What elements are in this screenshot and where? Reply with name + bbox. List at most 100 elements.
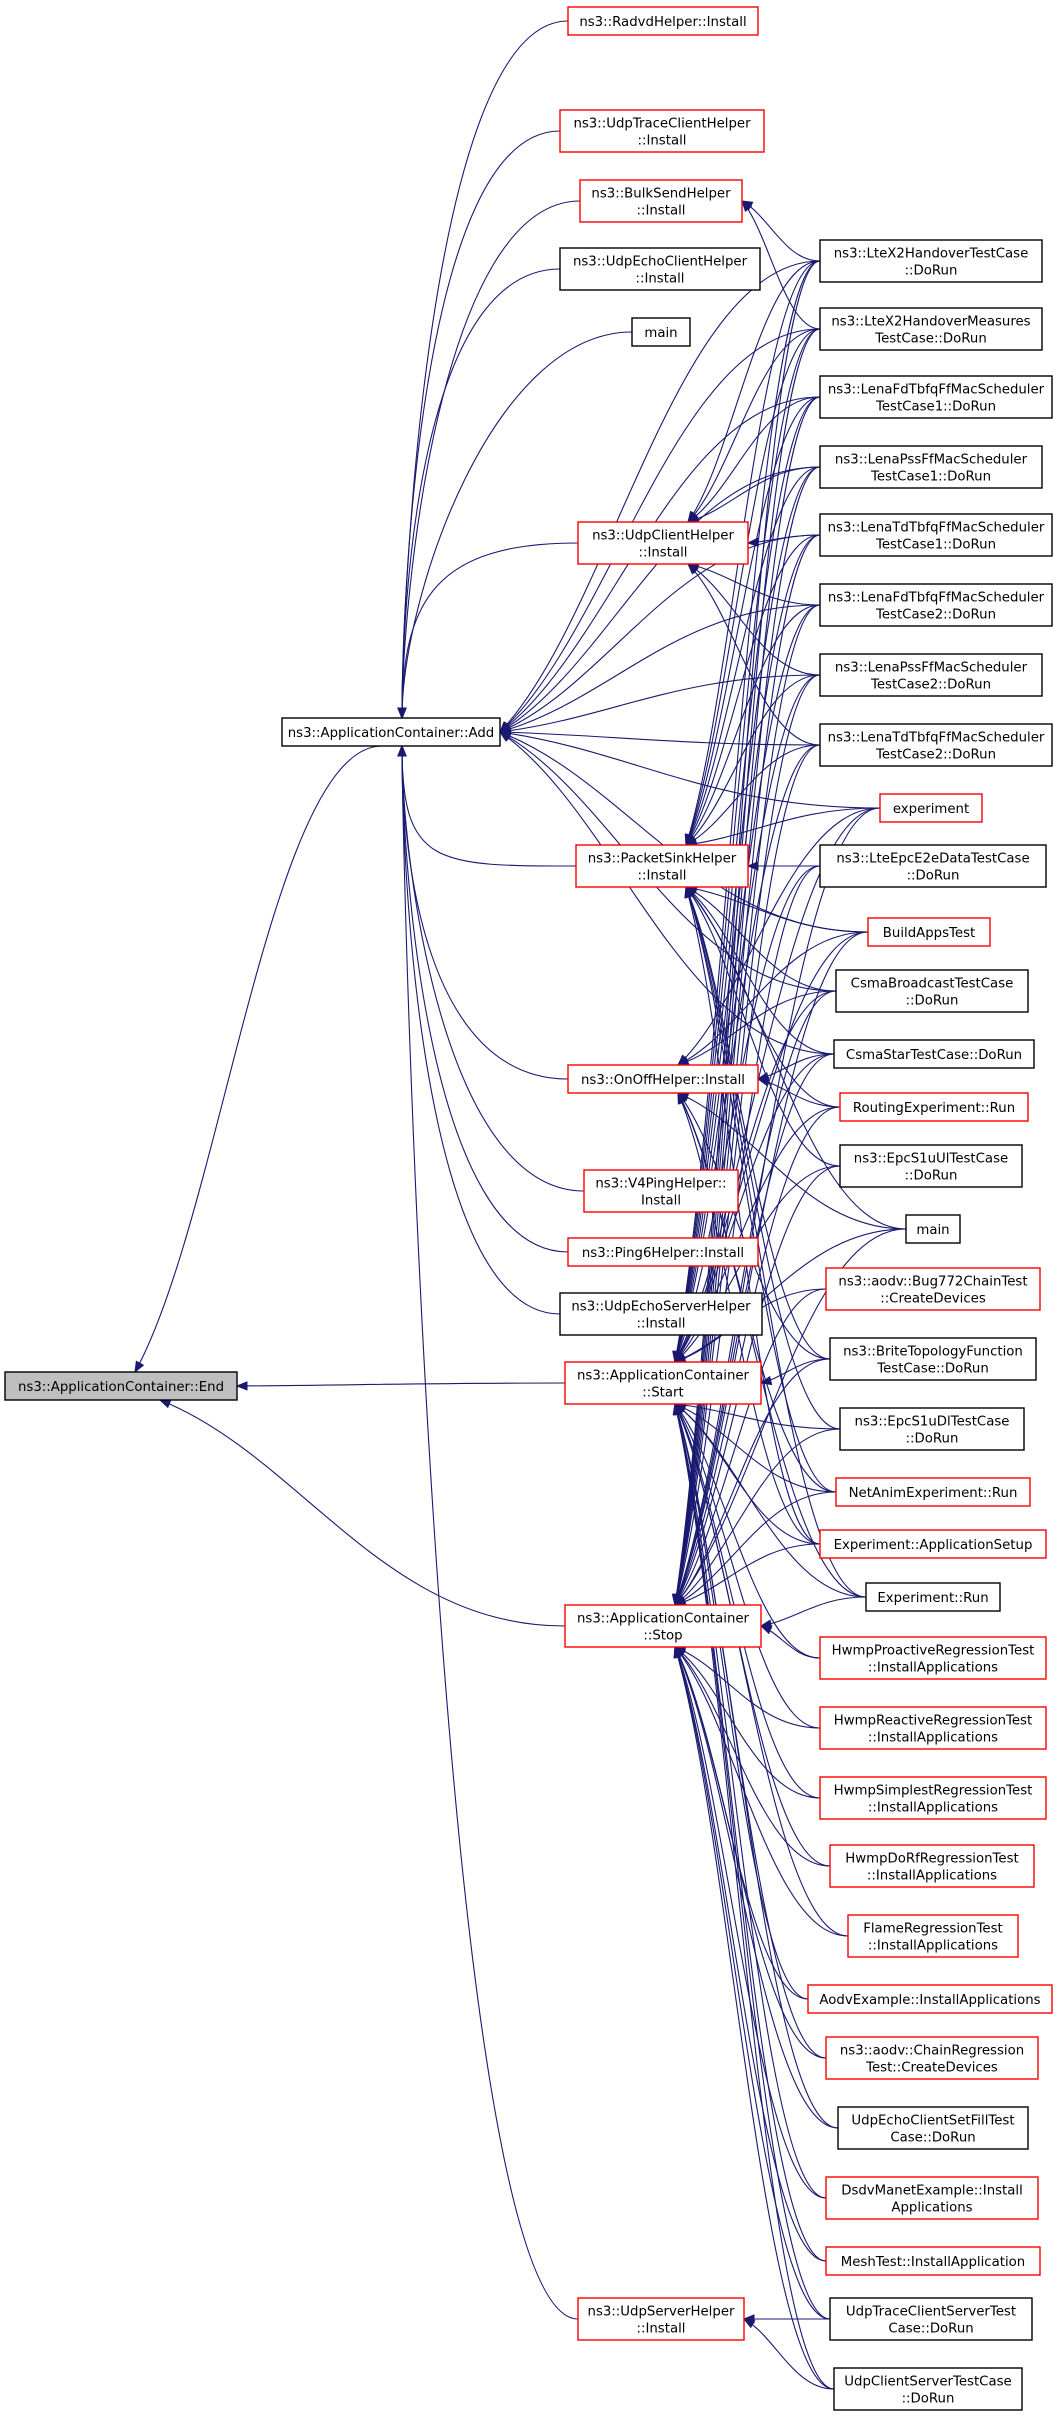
edge-lenatd2-to-udpclient bbox=[687, 563, 821, 746]
node-box bbox=[819, 1776, 1047, 1820]
edge-line bbox=[159, 1399, 566, 1627]
node-csmabcast[interactable]: CsmaBroadcastTestCase::DoRun bbox=[835, 969, 1029, 1013]
edge-hwmpproact-to-stop bbox=[759, 1625, 821, 1659]
node-csmastar[interactable]: CsmaStarTestCase::DoRun bbox=[833, 1039, 1035, 1069]
edge-line bbox=[236, 1382, 566, 1387]
node-lteepc[interactable]: ns3::LteEpcE2eDataTestCase::DoRun bbox=[819, 844, 1047, 888]
edge-line bbox=[674, 674, 821, 1363]
node-lenatd1[interactable]: ns3::LenaTdTbfqFfMacSchedulerTestCase1::… bbox=[819, 513, 1053, 557]
edge-line bbox=[499, 731, 869, 933]
node-buildapps[interactable]: BuildAppsTest bbox=[867, 917, 991, 947]
node-ping6[interactable]: ns3::Ping6Helper::Install bbox=[567, 1237, 759, 1267]
node-add[interactable]: ns3::ApplicationContainer::Add bbox=[281, 717, 501, 747]
edge-ltex2m-to-bulk bbox=[741, 199, 821, 330]
node-lenatd2[interactable]: ns3::LenaTdTbfqFfMacSchedulerTestCase2::… bbox=[819, 723, 1053, 767]
edge-line bbox=[685, 886, 841, 1430]
node-v4ping[interactable]: ns3::V4PingHelper::Install bbox=[583, 1169, 739, 1213]
node-hwmpdorf[interactable]: HwmpDoRfRegressionTest::InstallApplicati… bbox=[829, 1844, 1035, 1888]
node-start[interactable]: ns3::ApplicationContainer::Start bbox=[564, 1361, 762, 1405]
node-flame[interactable]: FlameRegressionTest::InstallApplications bbox=[847, 1914, 1019, 1958]
node-main1[interactable]: main bbox=[631, 317, 691, 347]
node-box bbox=[559, 109, 765, 153]
node-udpechoserver[interactable]: ns3::UdpEchoServerHelper::Install bbox=[559, 1292, 763, 1336]
node-experiment[interactable]: experiment bbox=[879, 793, 983, 823]
node-label: ns3::LenaPssFfMacScheduler bbox=[835, 661, 1028, 676]
node-lenafd2[interactable]: ns3::LenaFdTbfqFfMacSchedulerTestCase2::… bbox=[819, 583, 1053, 627]
node-end[interactable]: ns3::ApplicationContainer::End bbox=[4, 1371, 238, 1401]
node-hwmpreact[interactable]: HwmpReactiveRegressionTest::InstallAppli… bbox=[819, 1706, 1047, 1750]
node-udpserver[interactable]: ns3::UdpServerHelper::Install bbox=[577, 2297, 745, 2341]
node-label: ::DoRun bbox=[906, 994, 959, 1009]
edge-line bbox=[674, 1428, 841, 1606]
node-ltex2m[interactable]: ns3::LteX2HandoverMeasuresTestCase::DoRu… bbox=[819, 307, 1043, 351]
node-aodvchain[interactable]: ns3::aodv::ChainRegressionTest::CreateDe… bbox=[825, 2036, 1039, 2080]
node-box bbox=[579, 179, 743, 223]
node-label: HwmpReactiveRegressionTest bbox=[834, 1714, 1032, 1729]
edge-arrowhead bbox=[756, 1076, 770, 1087]
node-packetsink[interactable]: ns3::PacketSinkHelper::Install bbox=[575, 844, 749, 888]
edge-start-to-end bbox=[235, 1381, 566, 1391]
edge-line bbox=[685, 886, 841, 1167]
edge-udpclient-to-add bbox=[397, 542, 579, 720]
edge-line bbox=[401, 268, 561, 719]
node-lenapss1[interactable]: ns3::LenaPssFfMacSchedulerTestCase1::DoR… bbox=[819, 445, 1043, 489]
edge-line bbox=[401, 745, 569, 1253]
node-box bbox=[835, 1477, 1031, 1507]
node-aodvex[interactable]: AodvExample::InstallApplications bbox=[807, 1984, 1053, 2014]
node-box bbox=[835, 969, 1029, 1013]
node-label: ns3::LenaPssFfMacScheduler bbox=[835, 453, 1028, 468]
node-label: Experiment::ApplicationSetup bbox=[834, 1538, 1033, 1553]
node-dsdv[interactable]: DsdvManetExample::InstallApplications bbox=[825, 2176, 1039, 2220]
node-box bbox=[819, 513, 1053, 557]
node-label: ns3::UdpEchoClientHelper bbox=[573, 255, 748, 270]
node-brite[interactable]: ns3::BriteTopologyFunctionTestCase::DoRu… bbox=[829, 1337, 1037, 1381]
node-radvd[interactable]: ns3::RadvdHelper::Install bbox=[567, 6, 759, 36]
node-lenafd1[interactable]: ns3::LenaFdTbfqFfMacSchedulerTestCase1::… bbox=[819, 375, 1053, 419]
edge-line bbox=[677, 807, 881, 1066]
edge-line bbox=[134, 745, 383, 1373]
node-box bbox=[833, 1039, 1035, 1069]
node-routing[interactable]: RoutingExperiment::Run bbox=[839, 1092, 1029, 1122]
node-udpechoclient[interactable]: ns3::UdpEchoClientHelper::Install bbox=[559, 247, 761, 291]
node-bug772[interactable]: ns3::aodv::Bug772ChainTest::CreateDevice… bbox=[825, 1267, 1041, 1311]
edge-line bbox=[760, 1358, 831, 1384]
edge-line bbox=[674, 1165, 841, 1606]
node-udpclient[interactable]: ns3::UdpClientHelper::Install bbox=[577, 521, 749, 565]
edge-arrowhead bbox=[741, 199, 753, 213]
edge-line bbox=[674, 1403, 827, 2262]
node-onoff[interactable]: ns3::OnOffHelper::Install bbox=[567, 1064, 759, 1094]
node-lenapss2[interactable]: ns3::LenaPssFfMacSchedulerTestCase2::DoR… bbox=[819, 653, 1043, 697]
node-box bbox=[819, 1529, 1047, 1559]
node-exprun[interactable]: Experiment::Run bbox=[865, 1582, 1001, 1612]
node-label: ::InstallApplications bbox=[867, 1869, 997, 1884]
edge-line bbox=[674, 744, 821, 1606]
node-stop[interactable]: ns3::ApplicationContainer::Stop bbox=[564, 1604, 762, 1648]
edge-udpclientcs-to-stop bbox=[673, 1645, 835, 2390]
node-udptrace[interactable]: ns3::UdpTraceClientHelper::Install bbox=[559, 109, 765, 153]
node-meshtest[interactable]: MeshTest::InstallApplication bbox=[825, 2246, 1041, 2276]
node-label: UdpEchoClientSetFillTest bbox=[851, 2114, 1014, 2129]
edge-line bbox=[674, 1646, 827, 2199]
edge-line bbox=[674, 674, 821, 1606]
node-label: ::InstallApplications bbox=[868, 1939, 998, 1954]
node-label: ns3::ApplicationContainer bbox=[577, 1612, 750, 1627]
node-netanim[interactable]: NetAnimExperiment::Run bbox=[835, 1477, 1031, 1507]
node-box bbox=[819, 653, 1043, 697]
node-expsetup[interactable]: Experiment::ApplicationSetup bbox=[819, 1529, 1047, 1559]
node-udpclientcs[interactable]: UdpClientServerTestCase::DoRun bbox=[833, 2367, 1023, 2411]
node-hwmpsimple[interactable]: HwmpSimplestRegressionTest::InstallAppli… bbox=[819, 1776, 1047, 1820]
node-box bbox=[829, 1844, 1035, 1888]
node-main2[interactable]: main bbox=[905, 1214, 961, 1244]
node-epcul[interactable]: ns3::EpcS1uUlTestCase::DoRun bbox=[839, 1144, 1023, 1188]
node-box bbox=[829, 2297, 1033, 2341]
node-bulk[interactable]: ns3::BulkSendHelper::Install bbox=[579, 179, 743, 223]
node-epcdl[interactable]: ns3::EpcS1uDlTestCase::DoRun bbox=[839, 1407, 1025, 1451]
edge-arrowhead bbox=[397, 744, 407, 757]
node-label: ns3::LteX2HandoverMeasures bbox=[831, 315, 1030, 330]
node-ltex2[interactable]: ns3::LteX2HandoverTestCase::DoRun bbox=[819, 239, 1043, 283]
edge-line bbox=[674, 1403, 837, 1493]
node-hwmpproact[interactable]: HwmpProactiveRegressionTest::InstallAppl… bbox=[819, 1636, 1047, 1680]
node-box bbox=[567, 6, 759, 36]
